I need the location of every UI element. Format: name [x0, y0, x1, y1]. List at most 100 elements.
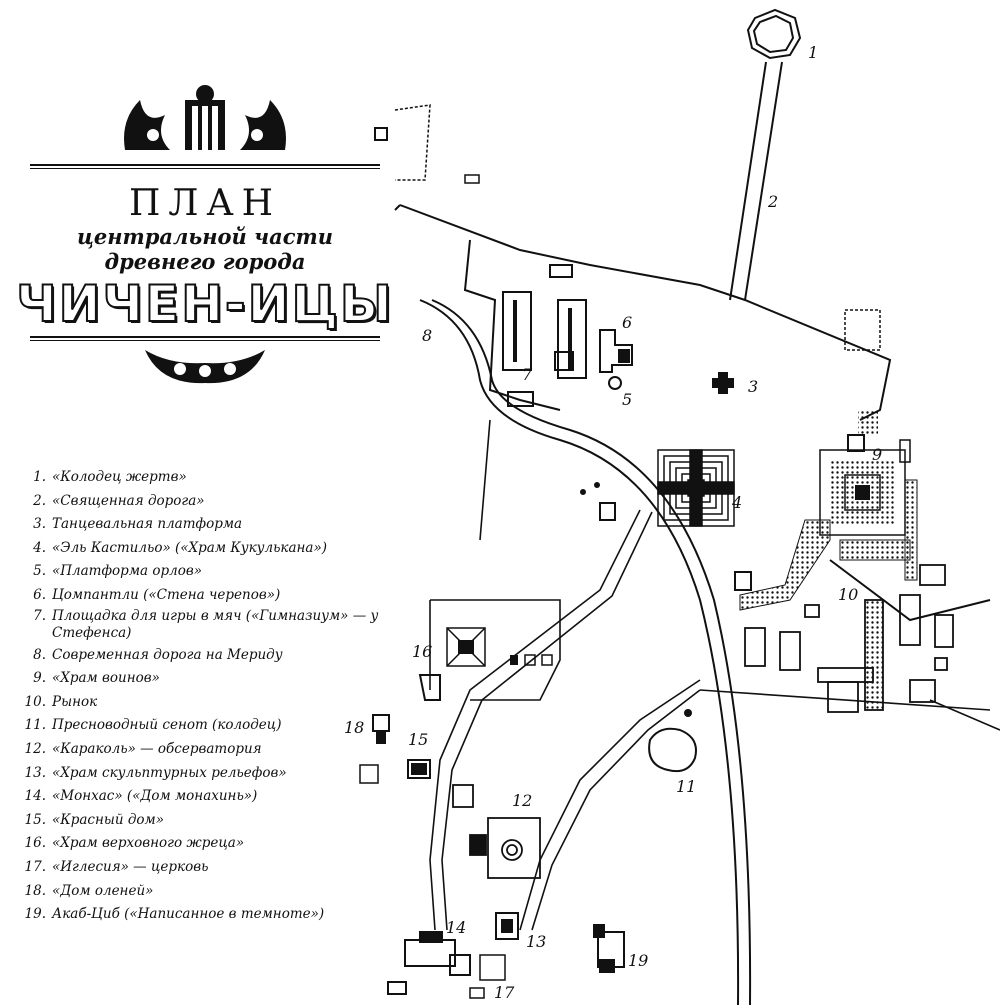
legend-item: 13. «Храм скульптурных рельефов»	[18, 762, 398, 786]
legend-item: 3. Танцевальная платформа	[18, 513, 398, 537]
map-label-17: 17	[494, 983, 515, 1002]
legend-item: 1.«Колодец жертв»	[18, 466, 398, 490]
legend-item: 8. Современная дорога на Мериду	[18, 644, 398, 668]
legend-item: 15.«Красный дом»	[18, 809, 398, 833]
map-label-3: 3	[748, 377, 758, 396]
legend-text: «Караколь» — обсерватория	[52, 740, 262, 757]
legend-number: 17.	[24, 858, 46, 875]
plaza-structure	[594, 482, 600, 488]
map-label-13: 13	[526, 932, 546, 951]
legend-number: 7.	[33, 607, 46, 624]
map-label-8: 8	[422, 326, 432, 345]
legend-text: Рынок	[52, 693, 98, 710]
freshwater-cenote	[648, 727, 697, 773]
map-label-11: 11	[676, 777, 696, 796]
dance-platform	[712, 372, 734, 394]
legend-text: Цомпантли («Стена черепов»)	[52, 586, 281, 603]
legend-number: 11.	[24, 717, 46, 734]
legend-item: 14. «Монхас» («Дом монахинь»)	[18, 785, 398, 809]
legend-item: 9. «Храм воинов»	[18, 667, 398, 691]
map-label-1: 1	[808, 43, 818, 62]
legend-number: 14.	[24, 788, 46, 805]
legend-text: «Дом оленей»	[52, 882, 154, 899]
legend-text: Современная дорога на Мериду	[52, 646, 283, 663]
legend-item: 2.«Священная дорога»	[18, 490, 398, 514]
great-plaza-outline	[394, 204, 991, 622]
map-label-2: 2	[767, 192, 778, 211]
modern-road	[419, 299, 752, 1005]
map-label-9: 9	[872, 445, 882, 464]
small-structure	[684, 709, 692, 717]
map-label-14: 14	[446, 918, 466, 937]
eagle-platform	[608, 376, 622, 390]
legend-text: «Эль Кастильо» («Храм Кукулькана»)	[52, 539, 328, 556]
legend-text: «Храм воинов»	[52, 670, 160, 687]
sacred-cenote	[746, 8, 802, 60]
sacred-road	[729, 61, 783, 301]
legend-item: 12. «Караколь» — обсерватория	[18, 738, 398, 762]
northwest-ruins	[464, 174, 480, 184]
ornament-bottom-icon	[145, 350, 265, 384]
map-label-5: 5	[622, 390, 632, 409]
legend-item: 19.Акаб-Циб («Написанное в темноте»)	[18, 903, 398, 927]
legend-item: 18. «Дом оленей»	[18, 880, 398, 904]
legend-text: «Храм верховного жреца»	[52, 835, 245, 852]
legend-text: «Красный дом»	[52, 811, 164, 828]
market	[744, 564, 954, 713]
secondary-roads	[429, 419, 1000, 931]
legend-number: 18.	[24, 882, 46, 899]
ornament-top-icon	[124, 85, 286, 150]
high-priest-temple	[418, 627, 553, 701]
title-city: ЧИЧЕН-ИЦЫ	[15, 275, 394, 333]
deer-house	[372, 714, 390, 744]
legend-text: «Священная дорога»	[52, 492, 205, 509]
map-label-12: 12	[512, 791, 532, 810]
legend-text: «Храм скульптурных рельефов»	[52, 764, 287, 781]
legend-text: «Монхас» («Дом монахинь»)	[52, 788, 258, 805]
red-house	[407, 759, 431, 779]
legend-text: «Иглесия» — церковь	[52, 858, 209, 875]
small-platform	[359, 764, 379, 784]
legend-item: 4. «Эль Кастильо» («Храм Кукулькана»)	[18, 537, 398, 561]
legend-number: 9.	[33, 670, 46, 687]
legend-number: 5.	[33, 563, 46, 580]
legend: 1.«Колодец жертв»2.«Священная дорога» 3. Т…	[18, 466, 398, 927]
legend-item: 10. Рынок	[18, 691, 398, 715]
legend-text: Танцевальная платформа	[52, 516, 243, 533]
legend-number: 1.	[33, 469, 46, 485]
map-label-4: 4	[731, 493, 742, 512]
legend-number: 13.	[24, 764, 46, 781]
plaza-structure	[580, 489, 586, 495]
map-label-16: 16	[412, 642, 432, 661]
legend-number: 8.	[33, 646, 46, 663]
legend-number: 16.	[24, 835, 46, 852]
northwest-ruins	[374, 127, 388, 141]
temple-of-reliefs	[495, 912, 519, 940]
map-label-6: 6	[622, 313, 632, 332]
legend-number: 12.	[24, 740, 46, 757]
map-label-18: 18	[344, 718, 364, 737]
legend-item: 11.Пресноводный сенот (колодец)	[18, 714, 398, 738]
akab-dzib	[593, 924, 625, 973]
map-label-19: 19	[628, 951, 648, 970]
title-rule-bottom	[30, 336, 380, 341]
legend-item: 7.Площадка для игры в мяч («Гимназиум» —…	[18, 608, 398, 644]
title-line-1: центральной части	[76, 224, 334, 249]
tzompantli	[599, 329, 633, 373]
legend-text: «Платформа орлов»	[52, 563, 202, 580]
title-block: ПЛАН центральной части древнего города Ч…	[0, 80, 410, 387]
plaza-structure	[599, 502, 616, 521]
legend-number: 10.	[24, 693, 46, 710]
map-label-7: 7	[522, 365, 533, 384]
el-castillo	[657, 449, 735, 527]
map-label-10: 10	[838, 585, 858, 604]
legend-item: 16. «Храм верховного жреца»	[18, 832, 398, 856]
title-line-2: древнего города	[104, 249, 306, 274]
northwest-ruins	[394, 104, 881, 351]
ball-court	[502, 264, 587, 407]
legend-number: 3.	[33, 516, 46, 533]
legend-number: 4.	[33, 539, 46, 556]
legend-number: 6.	[33, 586, 46, 603]
caracol	[452, 784, 541, 879]
